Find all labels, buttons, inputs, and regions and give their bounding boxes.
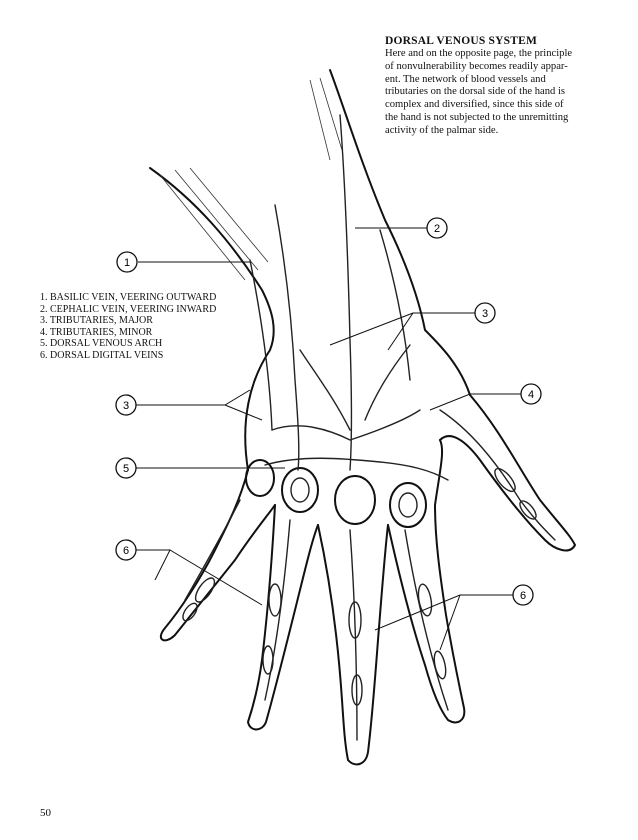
legend-item: 5. DORSAL VENOUS ARCH (40, 338, 163, 350)
intro-line: complex and diversified, since this side… (385, 99, 564, 111)
legend-list: 1. BASILIC VEIN, VEERING OUTWARD 2. CEPH… (40, 292, 216, 362)
intro-line: Here and on the opposite page, the princ… (385, 48, 573, 59)
legend-item: 3. TRIBUTARIES, MAJOR (40, 315, 153, 327)
callout-3-right: 3 (474, 302, 496, 324)
forearm-shading (159, 77, 343, 281)
callout-label: 4 (528, 389, 534, 401)
intro-line: ent. The network of blood vessels and (385, 73, 546, 85)
intro-line: activity of the palmar side. (385, 124, 499, 136)
callout-label: 1 (124, 257, 130, 269)
intro-paragraph: Here and on the opposite page, the princ… (385, 48, 590, 138)
vein-network (182, 114, 556, 741)
legend-item: 1. BASILIC VEIN, VEERING OUTWARD (40, 292, 217, 303)
page-number: 50 (40, 807, 51, 819)
callout-3-left: 3 (115, 394, 137, 416)
hand-outline (149, 69, 576, 766)
intro-line: tributaries on the dorsal side of the ha… (385, 86, 566, 98)
legend-item: 4. TRIBUTARIES, MINOR (40, 326, 153, 338)
callout-label: 5 (123, 463, 129, 475)
callout-4: 4 (520, 383, 542, 405)
callout-1: 1 (116, 251, 138, 273)
callout-label: 6 (123, 545, 129, 557)
callout-5: 5 (115, 457, 137, 479)
callout-6-right: 6 (512, 584, 534, 606)
callout-label: 2 (434, 223, 440, 235)
legend-item: 2. CEPHALIC VEIN, VEERING INWARD (40, 303, 217, 315)
section-heading: DORSAL VENOUS SYSTEM (385, 35, 538, 47)
leader-lines (136, 227, 521, 651)
callout-label: 3 (482, 308, 488, 320)
callout-6-left: 6 (115, 539, 137, 561)
intro-line: of nonvulnerability becomes readily appa… (385, 60, 568, 72)
callout-2: 2 (426, 217, 448, 239)
callout-label: 6 (520, 590, 526, 602)
callout-label: 3 (123, 400, 129, 412)
legend-item: 6. DORSAL DIGITAL VEINS (40, 349, 164, 361)
intro-line: the hand is not subjected to the unremit… (385, 111, 569, 123)
